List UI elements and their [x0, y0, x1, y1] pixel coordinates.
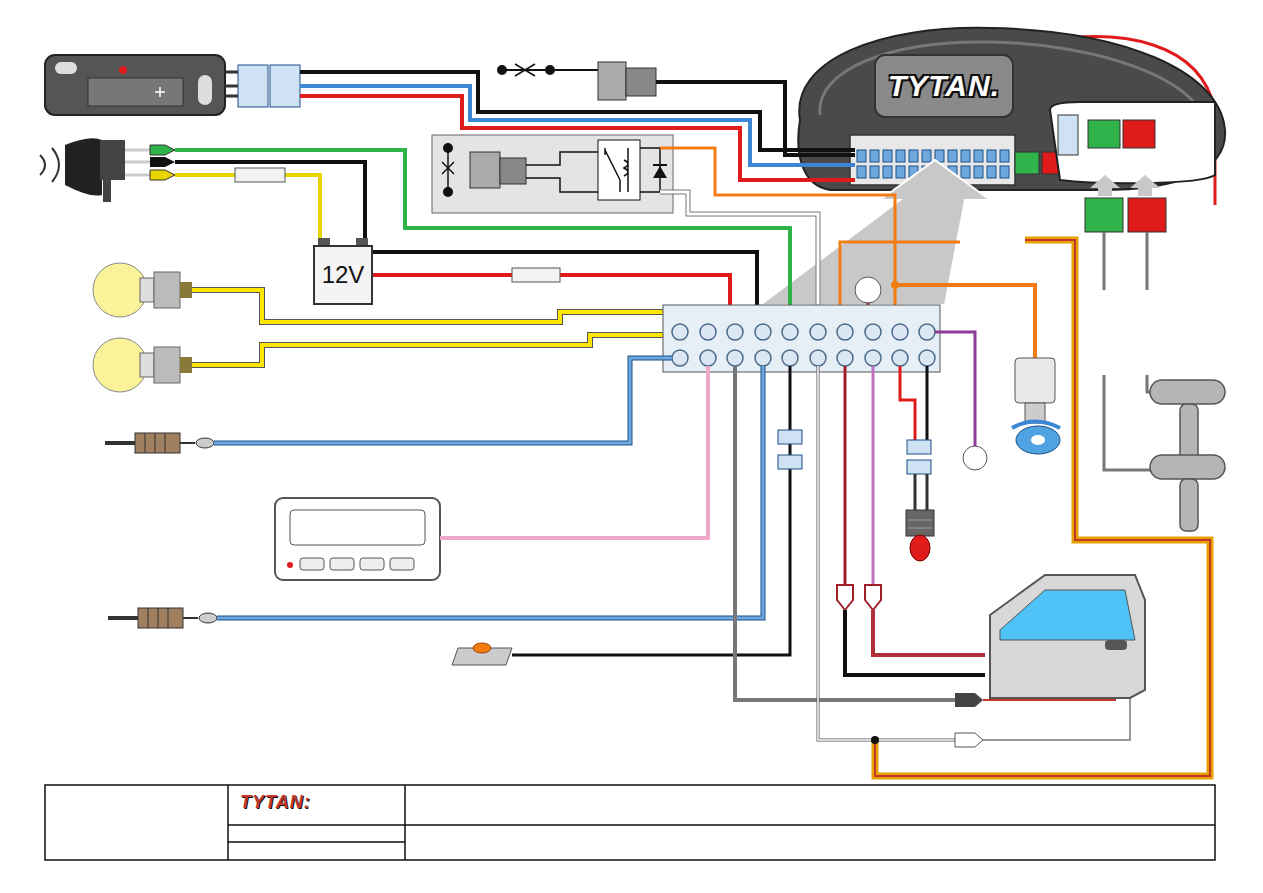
battery-box: 12V — [313, 245, 373, 305]
node-text: TYTAN. — [888, 69, 1000, 103]
node-text: 12V — [322, 261, 365, 289]
logo-label: TYTAN: — [240, 792, 311, 813]
alarm-unit: TYTAN. — [880, 59, 1008, 113]
